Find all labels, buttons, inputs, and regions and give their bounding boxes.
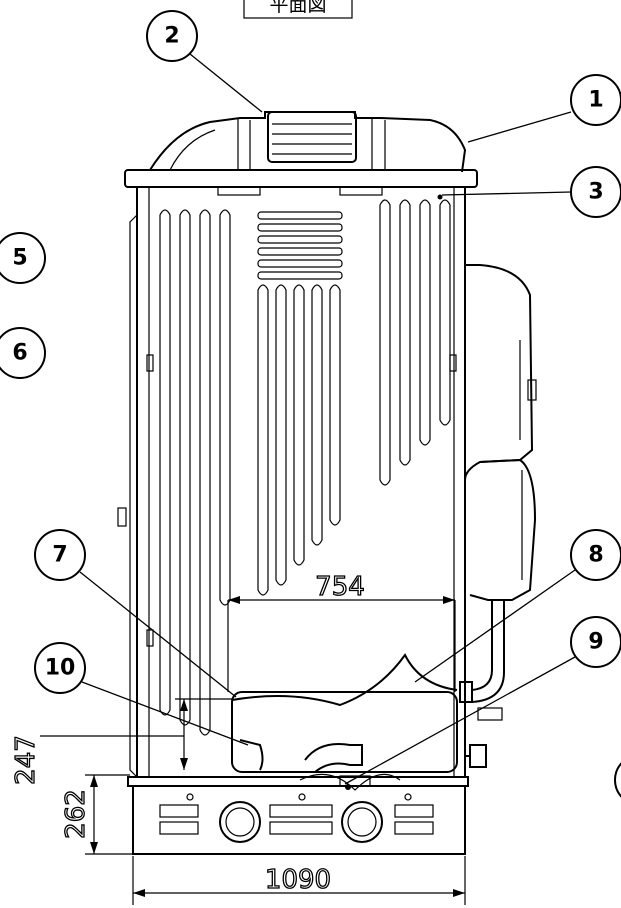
dimension-247: 247 xyxy=(10,698,232,785)
svg-text:754: 754 xyxy=(315,572,365,602)
cabinet-body xyxy=(117,111,478,778)
svg-text:1090: 1090 xyxy=(265,865,331,895)
callout-6: 6 xyxy=(0,327,46,379)
burner-assembly xyxy=(231,653,458,791)
svg-text:247: 247 xyxy=(11,735,41,785)
dimension-262: 262 xyxy=(60,774,133,855)
vent-grille xyxy=(257,211,343,280)
svg-text:8: 8 xyxy=(588,543,603,568)
callout-partial xyxy=(614,762,621,798)
callout-7: 7 xyxy=(34,529,237,698)
svg-text:262: 262 xyxy=(61,789,91,839)
svg-text:9: 9 xyxy=(588,630,603,655)
callout-1: 1 xyxy=(467,74,621,143)
svg-text:3: 3 xyxy=(588,180,603,205)
dimension-1090: 1090 xyxy=(132,856,466,905)
svg-text:5: 5 xyxy=(12,246,27,271)
callout-8: 8 xyxy=(414,529,621,683)
side-unit xyxy=(464,264,537,601)
callout-2: 2 xyxy=(146,10,263,113)
svg-text:1: 1 xyxy=(588,88,603,113)
svg-text:10: 10 xyxy=(45,656,76,681)
base-plinth xyxy=(127,776,469,855)
svg-text:7: 7 xyxy=(52,543,67,568)
title-block: 平面図 xyxy=(243,0,353,19)
callout-3: 3 xyxy=(441,166,621,218)
title-text: 平面図 xyxy=(269,0,326,16)
cooling-ribs xyxy=(159,199,451,736)
gas-pipe xyxy=(459,600,505,768)
svg-text:2: 2 xyxy=(164,24,179,49)
dimension-754: 754 xyxy=(227,571,456,692)
callout-10: 10 xyxy=(34,642,249,746)
callout-5: 5 xyxy=(0,232,46,284)
callout-9: 9 xyxy=(344,616,621,785)
svg-text:6: 6 xyxy=(12,341,27,366)
